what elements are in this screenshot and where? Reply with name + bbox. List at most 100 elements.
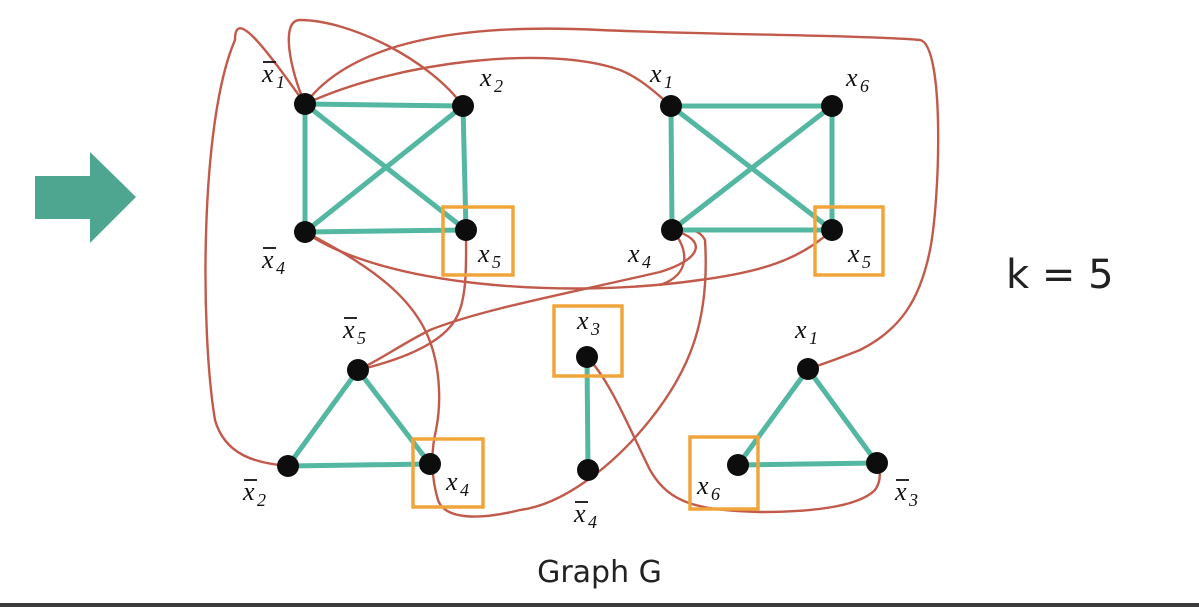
k-value-label: k = 5	[1006, 252, 1114, 298]
node-label-sub: 4	[642, 252, 651, 272]
node-label-sub: 5	[357, 328, 366, 348]
node-label-var: x	[445, 467, 458, 496]
node-label-var: x	[847, 239, 860, 268]
node-label-var: x	[477, 239, 490, 268]
bottom-border	[0, 603, 1199, 607]
graph-caption: Graph G	[0, 555, 1199, 590]
highlight-box-d1	[552, 304, 624, 378]
node-label-var: x	[649, 59, 662, 88]
conflict-edge-a1-e1	[304, 27, 940, 371]
graph-node-a4	[455, 219, 477, 241]
node-label-sub: 6	[860, 76, 869, 96]
graph-node-b3	[661, 219, 683, 241]
graph-node-c1	[347, 359, 369, 381]
conflict-edge-a2-a1	[287, 18, 464, 107]
highlight-box-e2	[688, 435, 760, 511]
node-label-sub: 4	[460, 480, 469, 500]
node-label-sub: 3	[908, 490, 918, 510]
conflict-edge-a4-c1	[357, 229, 468, 372]
clause-edge-c1-c2	[285, 367, 361, 469]
node-label-var: x	[794, 315, 807, 344]
node-label-var: x	[845, 63, 858, 92]
graph-node-e1	[797, 358, 819, 380]
node-label-sub: 1	[809, 328, 818, 348]
node-label-var: x	[894, 477, 907, 506]
node-label-sub: 3	[590, 319, 600, 339]
clause-edge-a1-a2	[302, 101, 466, 109]
node-label-sub: 5	[492, 252, 501, 272]
node-label-sub: 2	[257, 490, 266, 510]
clause-edge-d1-d2	[584, 354, 591, 473]
graph-node-e3	[866, 452, 888, 474]
highlight-boxes	[411, 205, 885, 511]
graph-node-a2	[452, 95, 474, 117]
clause-edge-e2-e3	[735, 460, 880, 468]
conflict-edge-a3-b4	[304, 229, 833, 290]
node-label-var: x	[261, 59, 274, 88]
graph-node-e2	[727, 454, 749, 476]
node-label-var: x	[242, 477, 255, 506]
clause-edge-c1-c3	[355, 367, 433, 467]
graph-node-b2	[821, 95, 843, 117]
clause-edge-e1-e3	[805, 366, 880, 466]
conflict-edge-a3-c3	[304, 228, 707, 518]
graph-node-c3	[419, 453, 441, 475]
node-label-var: x	[479, 63, 492, 92]
right-arrow-icon	[35, 152, 136, 243]
clause-edge-a2-a4	[460, 103, 469, 233]
highlight-box-c3	[411, 437, 485, 509]
graph-nodes	[277, 93, 888, 481]
highlight-box-a4	[441, 205, 515, 277]
clause-edge-b1-b3	[668, 103, 675, 233]
clause-edge-a2-a3	[302, 103, 466, 235]
clause-edge-a3-a4	[302, 227, 469, 235]
graph-node-a1	[294, 93, 316, 115]
node-label-sub: 6	[711, 484, 720, 504]
graph-node-c2	[277, 455, 299, 477]
graph-node-a3	[294, 221, 316, 243]
conflict-edge-b3-c1	[357, 228, 697, 372]
conflict-edge-d1-e3	[586, 356, 881, 514]
conflict-edge-a1-b1	[304, 56, 672, 107]
node-label-var: x	[342, 315, 355, 344]
conflict-edge-a1-c2	[204, 27, 306, 468]
graph-node-d2	[577, 459, 599, 481]
graph-node-b1	[660, 95, 682, 117]
node-label-sub: 4	[588, 512, 597, 532]
node-label-sub: 2	[494, 76, 503, 96]
clause-edges	[285, 101, 880, 473]
node-label-var: x	[696, 471, 709, 500]
clause-edge-b2-b3	[669, 103, 835, 233]
node-label-var: x	[627, 239, 640, 268]
clause-edge-c2-c3	[285, 461, 433, 469]
node-label-var: x	[261, 245, 274, 274]
clause-edge-e1-e2	[735, 366, 811, 468]
conflict-edges	[204, 18, 940, 518]
graph-node-d1	[576, 346, 598, 368]
node-label-var: x	[576, 306, 589, 335]
node-label-sub: 4	[276, 258, 285, 278]
highlight-box-b4	[813, 205, 885, 277]
node-label-sub: 5	[862, 252, 871, 272]
graph-node-b4	[821, 219, 843, 241]
node-label-sub: 1	[664, 72, 673, 92]
